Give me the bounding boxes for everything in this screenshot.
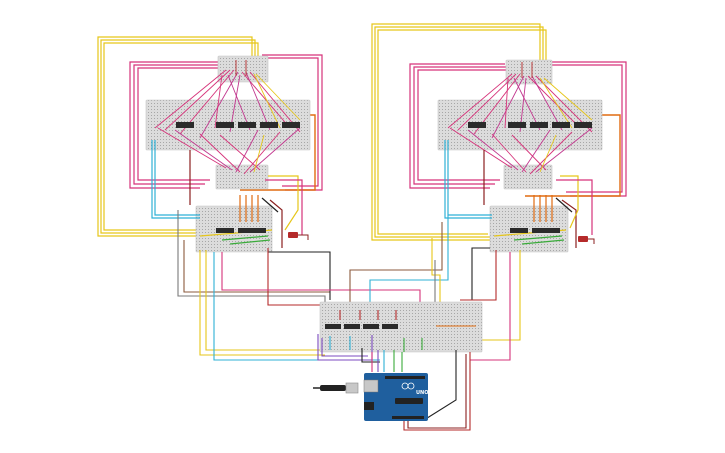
left-ic-2 [216,122,234,128]
usb-plug-icon [313,382,359,394]
left-top-breadboard [217,55,269,83]
left-ic-row [176,122,300,233]
arduino-logo-text: UNO [416,390,429,396]
right-led [578,236,595,244]
left-ic-5 [282,122,300,128]
right-led-body [578,236,588,242]
right-ic-3 [530,122,548,128]
right-ic-4 [552,122,570,128]
left-ic-1 [176,122,194,128]
left-lower-breadboard [215,164,269,190]
center-ic-1 [325,324,341,329]
usb-connector [345,382,359,394]
left-ic-4 [260,122,278,128]
center-module [177,210,521,363]
right-ic-2 [508,122,526,128]
right-ic-5 [574,122,592,128]
left-module-yellow-loop [97,36,259,237]
arduino-board-icon: UNO [363,373,429,421]
left-module-pink-loop [129,54,323,191]
right-ic-6 [510,228,528,233]
left-led-body [288,232,298,238]
left-ic-3 [238,122,256,128]
center-ic-3 [363,324,379,329]
center-board-wires [317,310,476,363]
left-wire-web [154,60,301,175]
right-module-yellow-loop [371,23,547,241]
arduino-assembly: UNO [313,350,471,431]
arduino-pcb [364,373,428,421]
right-ic-1 [468,122,486,128]
right-module-orange-loop [525,114,621,197]
center-ic-row [325,324,398,329]
right-ic-7 [532,228,560,233]
left-module [97,36,323,253]
left-led [288,232,309,240]
arduino-wires [371,350,471,431]
right-ic-row [468,122,592,233]
left-ic-6 [216,228,234,233]
usb-cable [320,385,346,391]
left-ic-7 [238,228,266,233]
right-top-breadboard [505,59,553,85]
center-ic-2 [344,324,360,329]
center-ic-4 [382,324,398,329]
right-module [371,23,627,253]
right-bottom-breadboard [489,205,569,253]
